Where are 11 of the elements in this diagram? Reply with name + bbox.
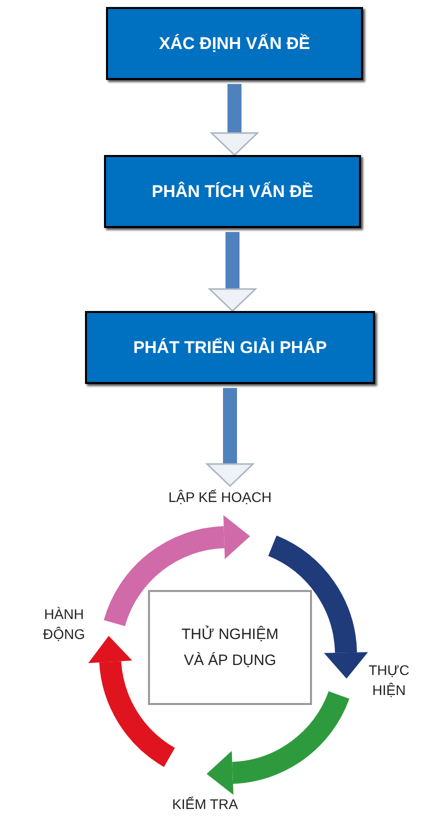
stage-label: KIỂM TRA xyxy=(160,794,250,814)
process-box: PHÁT TRIỂN GIẢI PHÁP xyxy=(85,311,375,384)
arrow xyxy=(206,388,254,487)
stage-label: LẬP KẾ HOẠCH xyxy=(140,486,300,508)
arrow xyxy=(210,84,258,156)
stage-label: HÀNH ĐỘNG xyxy=(24,596,104,652)
process-box: PHÂN TÍCH VẤN ĐỀ xyxy=(104,155,361,228)
process-box: XÁC ĐỊNH VẤN ĐỀ xyxy=(106,7,363,80)
stage-label: THỰC HIỆN xyxy=(354,650,424,710)
arrow xyxy=(208,232,256,312)
center-box: THỬ NGHIỆM VÀ ÁP DỤNG xyxy=(148,590,312,705)
